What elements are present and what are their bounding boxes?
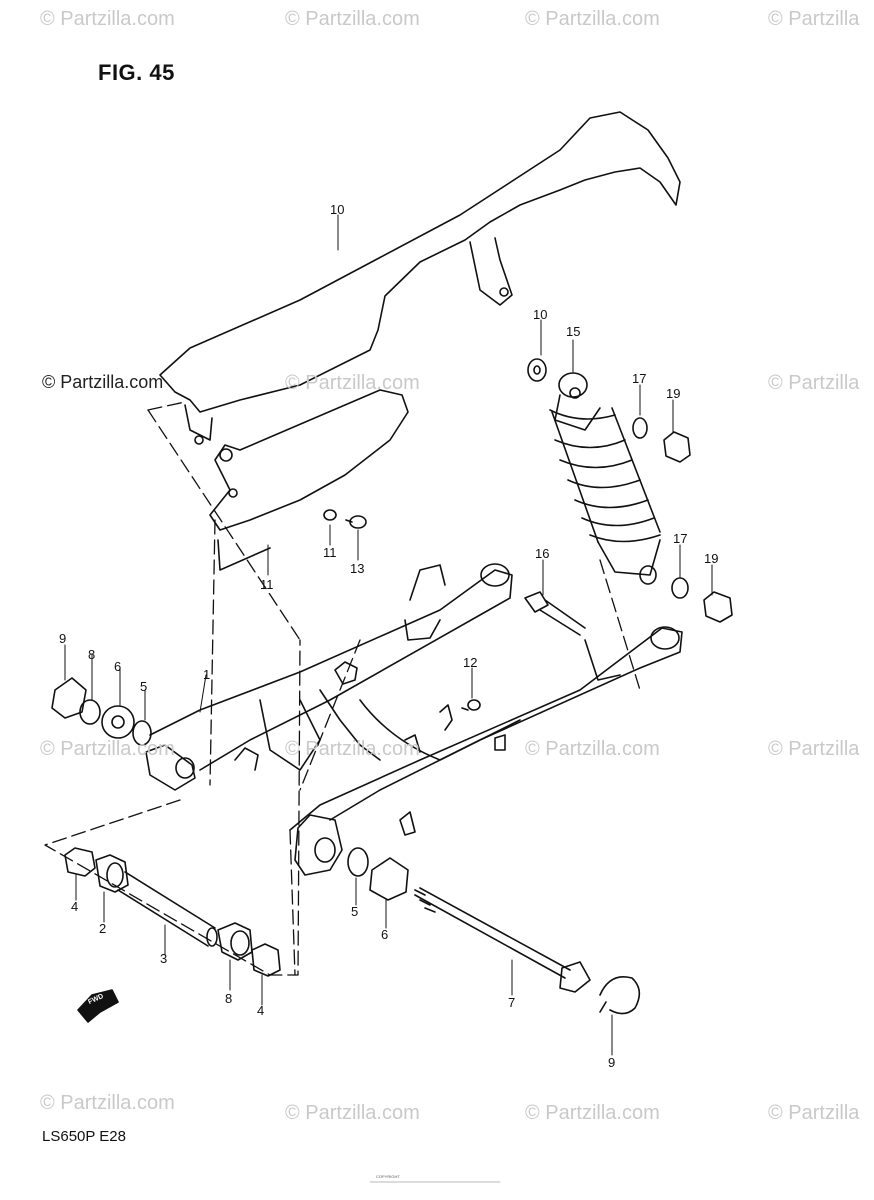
cap-nut-part-19-lower[interactable] [703,591,733,623]
callout-part-5[interactable]: 5 [140,679,148,694]
watermark: © Partzilla [768,1102,860,1124]
callout-part-12[interactable]: 12 [463,655,478,670]
callout-part-16[interactable]: 16 [535,546,550,561]
callout-part-10[interactable]: 10 [533,307,548,322]
watermark: © Partzilla.com [42,372,164,392]
callout-part-15[interactable]: 15 [566,324,581,339]
callout-part-4[interactable]: 4 [257,1003,265,1018]
bearing-part-6-right[interactable] [369,857,409,901]
watermark: © Partzilla.com [525,8,660,30]
callout-part-8[interactable]: 8 [88,647,96,662]
collar-part-4-right[interactable] [251,943,281,977]
watermark: © Partzilla.com [525,738,660,760]
watermark: © Partzilla [768,372,860,394]
collar-part-4[interactable] [64,847,96,877]
rear-shock-absorber-part-15[interactable] [549,372,661,585]
circlip-part-9[interactable] [599,976,641,1015]
spacer-collar-left[interactable] [145,744,196,791]
needle-bearing-part-2[interactable] [95,854,129,893]
watermark: © Partzilla.com [285,738,420,760]
swingarm-part-1[interactable] [149,563,683,876]
callout-part-6[interactable]: 6 [114,659,122,674]
callout-part-17[interactable]: 17 [673,531,688,546]
figure-title: FIG. 45 [98,60,175,85]
washer-part-17-lower[interactable] [671,577,689,599]
washer-part-5-right[interactable] [347,847,369,877]
watermark: © Partzilla.com [285,8,420,30]
callout-part-9[interactable]: 9 [59,631,67,646]
washer-part-10[interactable] [527,358,547,382]
watermark: © Partzilla [768,738,860,760]
oil-seal-part-8[interactable] [79,699,101,725]
callout-part-13[interactable]: 13 [350,561,365,576]
chain-case-part-10[interactable] [159,111,681,445]
washer-part-17[interactable] [632,417,648,439]
callout-part-11[interactable]: 11 [260,577,274,592]
callout-part-11[interactable]: 11 [323,545,337,560]
callout-part-7[interactable]: 7 [508,995,516,1010]
bolt-part-13[interactable] [345,515,367,529]
chain-guard-part-11[interactable] [209,389,409,571]
watermark: © Partzilla.com [40,738,175,760]
watermark: © Partzilla.com [285,1102,420,1124]
callout-part-6[interactable]: 6 [381,927,389,942]
dust-seal-part-9[interactable] [51,677,87,719]
washer-part-5[interactable] [132,720,152,746]
callout-part-19[interactable]: 19 [704,551,719,566]
watermark: © Partzilla.com [285,372,420,394]
callout-part-10[interactable]: 10 [330,202,345,217]
pivot-shaft-part-7[interactable] [414,887,591,993]
callout-part-9[interactable]: 9 [608,1055,616,1070]
callout-part-4[interactable]: 4 [71,899,79,914]
callout-part-5[interactable]: 5 [351,904,359,919]
callout-part-2[interactable]: 2 [99,921,107,936]
footer-note: COPYRIGHT [376,1174,400,1179]
watermark: © Partzilla [768,8,860,30]
callout-part-3[interactable]: 3 [160,951,168,966]
callout-part-19[interactable]: 19 [666,386,681,401]
washer-part-11[interactable] [323,509,337,521]
watermark: © Partzilla.com [525,1102,660,1124]
cap-nut-part-19[interactable] [663,431,691,463]
forward-arrow-icon [77,989,119,1023]
callout-part-17[interactable]: 17 [632,371,647,386]
bearing-part-6[interactable] [101,705,135,739]
watermark: © Partzilla.com [40,1092,175,1114]
callout-part-1[interactable]: 1 [203,667,211,682]
callout-part-8[interactable]: 8 [225,991,233,1006]
bolt-part-16[interactable] [524,591,586,636]
watermark: © Partzilla.com [40,8,175,30]
model-code: LS650P E28 [42,1128,126,1145]
pivot-spacer-part-3[interactable] [117,871,218,947]
assembly-guide-lines [44,401,641,976]
bolt-part-12[interactable] [461,699,481,711]
callout-leader-lines [64,214,713,1056]
